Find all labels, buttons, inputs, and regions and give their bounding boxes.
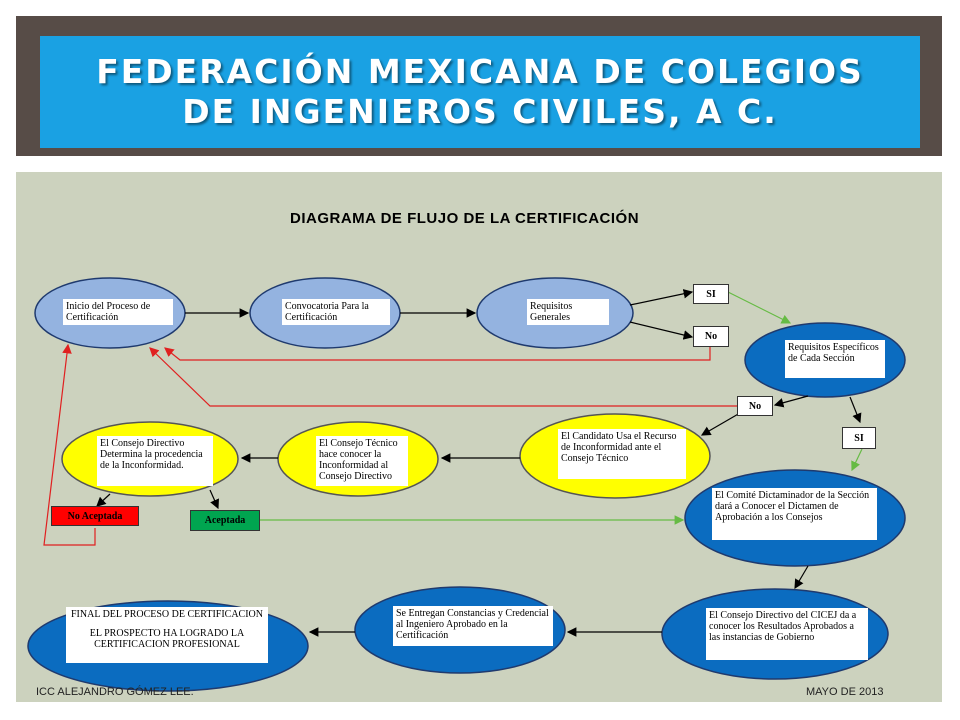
tag-aceptada: Aceptada xyxy=(190,510,260,531)
arrow-si-especificos xyxy=(727,291,792,324)
node-candidato-recurso-label: El Candidato Usa el Recurso de Inconform… xyxy=(558,429,686,479)
tag-no-aceptada: No Aceptada xyxy=(51,506,139,526)
header-title-line-2: DE INGENIEROS CIVILES, A C. xyxy=(182,92,778,131)
node-final-label-line-1: FINAL DEL PROCESO DE CERTIFICACION xyxy=(71,609,263,620)
arrow-no-candidato xyxy=(700,412,741,436)
header-title-box: FEDERACIÓN MEXICANA DE COLEGIOS DE INGEN… xyxy=(40,36,920,148)
node-consejo-directivo-determina-label: El Consejo Directivo Determina la proced… xyxy=(97,436,213,486)
tag-no-2: No xyxy=(737,396,773,416)
node-requisitos-generales-label: Requisitos Generales xyxy=(527,299,609,325)
arrow-especificos-no xyxy=(773,395,809,408)
node-constancias-label: Se Entregan Constancias y Credencial al … xyxy=(393,606,553,646)
node-inicio-label: Inicio del Proceso de Certificación xyxy=(63,299,173,325)
arrow-comite-cicej xyxy=(794,565,809,590)
node-consejo-directivo-cicej-label: El Consejo Directivo del CICEJ da a cono… xyxy=(706,608,868,660)
arrow-no2-feedback xyxy=(149,347,737,407)
arrow-directivo-no-aceptada xyxy=(96,493,111,507)
diagram-title: DIAGRAMA DE FLUJO DE LA CERTIFICACIÓN xyxy=(290,210,640,227)
node-final-label-line-2: EL PROSPECTO HA LOGRADO LA CERTIFICACION… xyxy=(89,628,245,650)
node-final-label: FINAL DEL PROCESO DE CERTIFICACION EL PR… xyxy=(66,607,268,663)
arrow-no-aceptada-feedback xyxy=(43,343,96,546)
node-comite-dictaminador-label: El Comité Dictaminador de la Sección dar… xyxy=(712,488,877,540)
arrow-especificos-si xyxy=(849,396,862,424)
arrow-requisitos-no xyxy=(629,321,694,340)
node-convocatoria-label: Convocatoria Para la Certificación xyxy=(282,299,390,325)
header-title-line-1: FEDERACIÓN MEXICANA DE COLEGIOS xyxy=(96,52,864,91)
tag-si-2: SI xyxy=(842,427,876,449)
arrow-requisitos-si xyxy=(629,289,694,306)
footer-author: ICC ALEJANDRO GÓMEZ LEE. xyxy=(36,686,194,698)
tag-no-1: No xyxy=(693,326,729,347)
arrow-directivo-aceptada xyxy=(209,489,219,510)
arrow-si-comite xyxy=(851,448,863,472)
node-consejo-tecnico-label: El Consejo Técnico hace conocer la Incon… xyxy=(316,436,408,486)
node-requisitos-especificos-label: Requisitos Específicos de Cada Sección xyxy=(785,340,885,378)
arrow-no1-feedback xyxy=(164,347,711,361)
footer-date: MAYO DE 2013 xyxy=(806,686,884,698)
tag-si-1: SI xyxy=(693,284,729,304)
